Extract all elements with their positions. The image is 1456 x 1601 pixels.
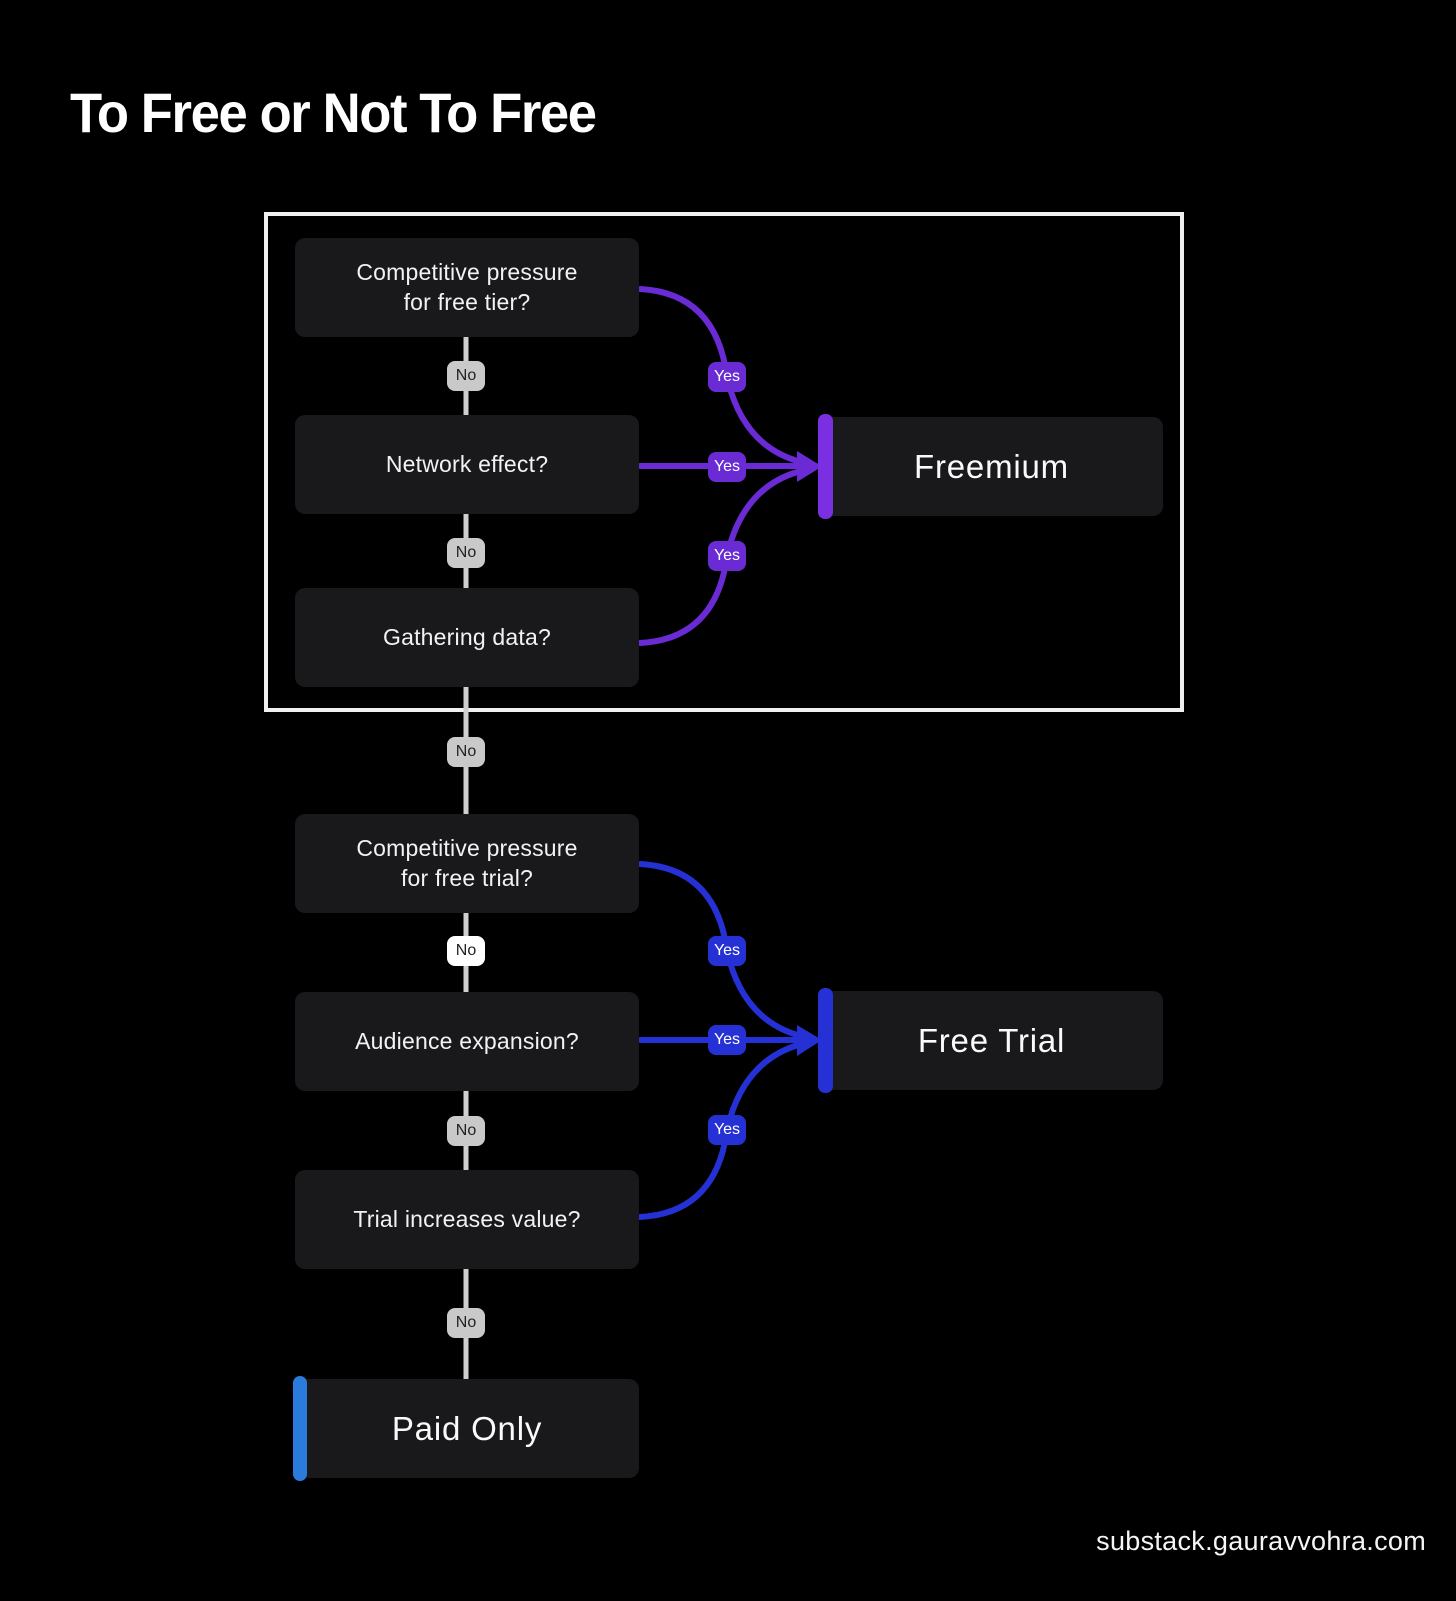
node-gathering-data: Gathering data? (295, 588, 639, 687)
trial-yes-curve-bottom-b (724, 1039, 813, 1133)
yes-badge-4: Yes (708, 936, 746, 966)
freemium-arrowhead (797, 451, 822, 482)
footer-url: substack.gauravvohra.com (1096, 1526, 1426, 1556)
trial-yes-curve-top-a (637, 861, 730, 954)
page-title: To Free or Not To Free (70, 81, 597, 144)
outcome-label: Paid Only (391, 1409, 543, 1447)
node-label: Audience expansion? (355, 1027, 579, 1054)
yes-badge-6: Yes (708, 1115, 746, 1145)
yes-badge-3: Yes (708, 541, 746, 571)
freemium-group-outline (264, 212, 1184, 712)
freemium-yes-curve-top-b (724, 374, 813, 467)
node-free-trial: Free Trial (820, 991, 1163, 1090)
free-trial-accent-bar (818, 988, 833, 1093)
trial-yes-curve-top-b (724, 948, 813, 1041)
paid-only-accent-bar (293, 1376, 307, 1481)
yes-badge-1: Yes (708, 362, 746, 392)
trial-arrowhead (797, 1025, 822, 1056)
trial-yes-curve-bottom-a (637, 1127, 730, 1220)
no-badge-3: No (447, 737, 485, 767)
no-badge-1: No (447, 361, 485, 391)
node-trial-increases-value: Trial increases value? (295, 1170, 639, 1269)
node-audience-expansion: Audience expansion? (295, 992, 639, 1091)
freemium-yes-curve-bottom-b (724, 466, 813, 559)
node-competitive-pressure-free-trial: Competitive pressure for free trial? (295, 814, 639, 913)
yes-badge-5: Yes (708, 1025, 746, 1055)
no-badge-6: No (447, 1308, 485, 1338)
freemium-yes-curve-bottom-a (637, 553, 730, 646)
outcome-label: Free Trial (917, 1021, 1066, 1059)
node-label: Competitive pressure for free tier? (356, 258, 578, 315)
node-label: Gathering data? (383, 623, 551, 650)
node-freemium: Freemium (820, 417, 1163, 516)
node-label: Trial increases value? (353, 1205, 581, 1232)
node-competitive-pressure-free-tier: Competitive pressure for free tier? (295, 238, 639, 337)
no-badge-2: No (447, 538, 485, 568)
outcome-label: Freemium (914, 447, 1069, 485)
no-badge-4: No (447, 936, 485, 966)
freemium-yes-curve-top-a (637, 286, 730, 380)
yes-badge-2: Yes (708, 452, 746, 482)
node-label: Competitive pressure for free trial? (356, 834, 578, 891)
node-label: Network effect? (385, 450, 549, 477)
node-paid-only: Paid Only (295, 1379, 639, 1478)
freemium-accent-bar (818, 414, 833, 519)
node-network-effect: Network effect? (295, 415, 639, 514)
no-badge-5: No (447, 1116, 485, 1146)
